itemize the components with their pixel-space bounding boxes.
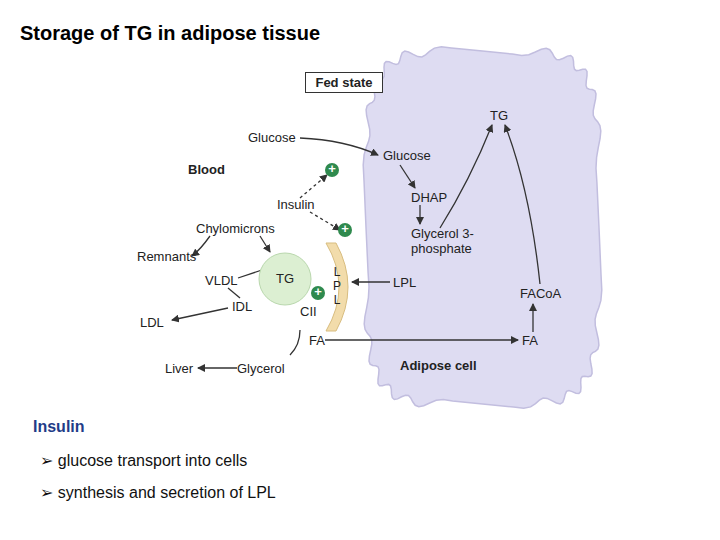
node-text: + (311, 284, 325, 300)
metabolite-label: Glycerol (237, 361, 285, 376)
stimulation-sign: + (338, 223, 352, 237)
node-text: Fed state (305, 75, 383, 91)
adipose-cell-outline (360, 45, 605, 410)
pathway-arrow (238, 270, 262, 278)
metabolite-label: FA (522, 333, 538, 348)
lipoprotein-particle: TG (258, 252, 312, 306)
bullet-item: ➢ synthesis and secretion of LPL (40, 483, 276, 503)
pathway-arrow (419, 205, 420, 224)
stimulation-sign: + (311, 286, 325, 300)
metabolite-label: FACoA (520, 286, 561, 301)
metabolite-label: TG (490, 108, 508, 123)
lipoprotein-label: Chylomicrons (196, 221, 275, 236)
slide-title: Storage of TG in adipose tissue (20, 22, 320, 45)
metabolite-label: Glucose (248, 130, 296, 145)
metabolite-label: Glucose (383, 148, 431, 163)
pathway-arrow (532, 304, 533, 332)
metabolite-label: FA (309, 333, 325, 348)
lipoprotein-label: VLDL (205, 273, 238, 288)
lpl-enzyme: L P L (322, 243, 348, 331)
apoprotein-label: CII (300, 304, 317, 319)
compartment-label: Blood (188, 162, 225, 177)
bullet-item: ➢ glucose transport into cells (40, 451, 247, 471)
node-text: + (338, 221, 352, 237)
pathway-arrow (300, 175, 327, 198)
lipoprotein-label: Remnants (137, 249, 196, 264)
lpl-enzyme-shape (326, 243, 348, 331)
stimulation-sign: + (325, 163, 339, 177)
pathway-arrow (325, 339, 518, 340)
metabolite-label: Glycerol 3-phosphate (411, 226, 503, 256)
pathway-arrow (290, 330, 300, 355)
organ-label: Liver (165, 361, 193, 376)
enzyme-label: LPL (393, 275, 416, 290)
pathway-arrow (198, 367, 237, 368)
lipoprotein-label: IDL (232, 299, 252, 314)
pathway-arrow (172, 308, 228, 320)
adipose-cell-shape (363, 47, 602, 408)
node-text: TG (258, 271, 312, 287)
lipoprotein-label: LDL (140, 315, 164, 330)
node-text: Adipose cell (400, 358, 477, 373)
pathway-arrow (310, 212, 340, 230)
pathway-arrow (228, 288, 240, 298)
state-box: Fed state (305, 72, 383, 93)
node-text: + (325, 161, 339, 177)
metabolite-label: DHAP (411, 190, 447, 205)
state-box-shape (306, 73, 383, 93)
pathway-arrow (352, 281, 390, 282)
node-text: L P L (332, 265, 342, 307)
lipoprotein-particle-shape (259, 253, 311, 305)
pathway-arrow (260, 236, 270, 252)
section-heading: Insulin (33, 417, 85, 437)
hormone-label: Insulin (277, 197, 315, 212)
adipose-cell: Adipose cell (360, 45, 605, 410)
